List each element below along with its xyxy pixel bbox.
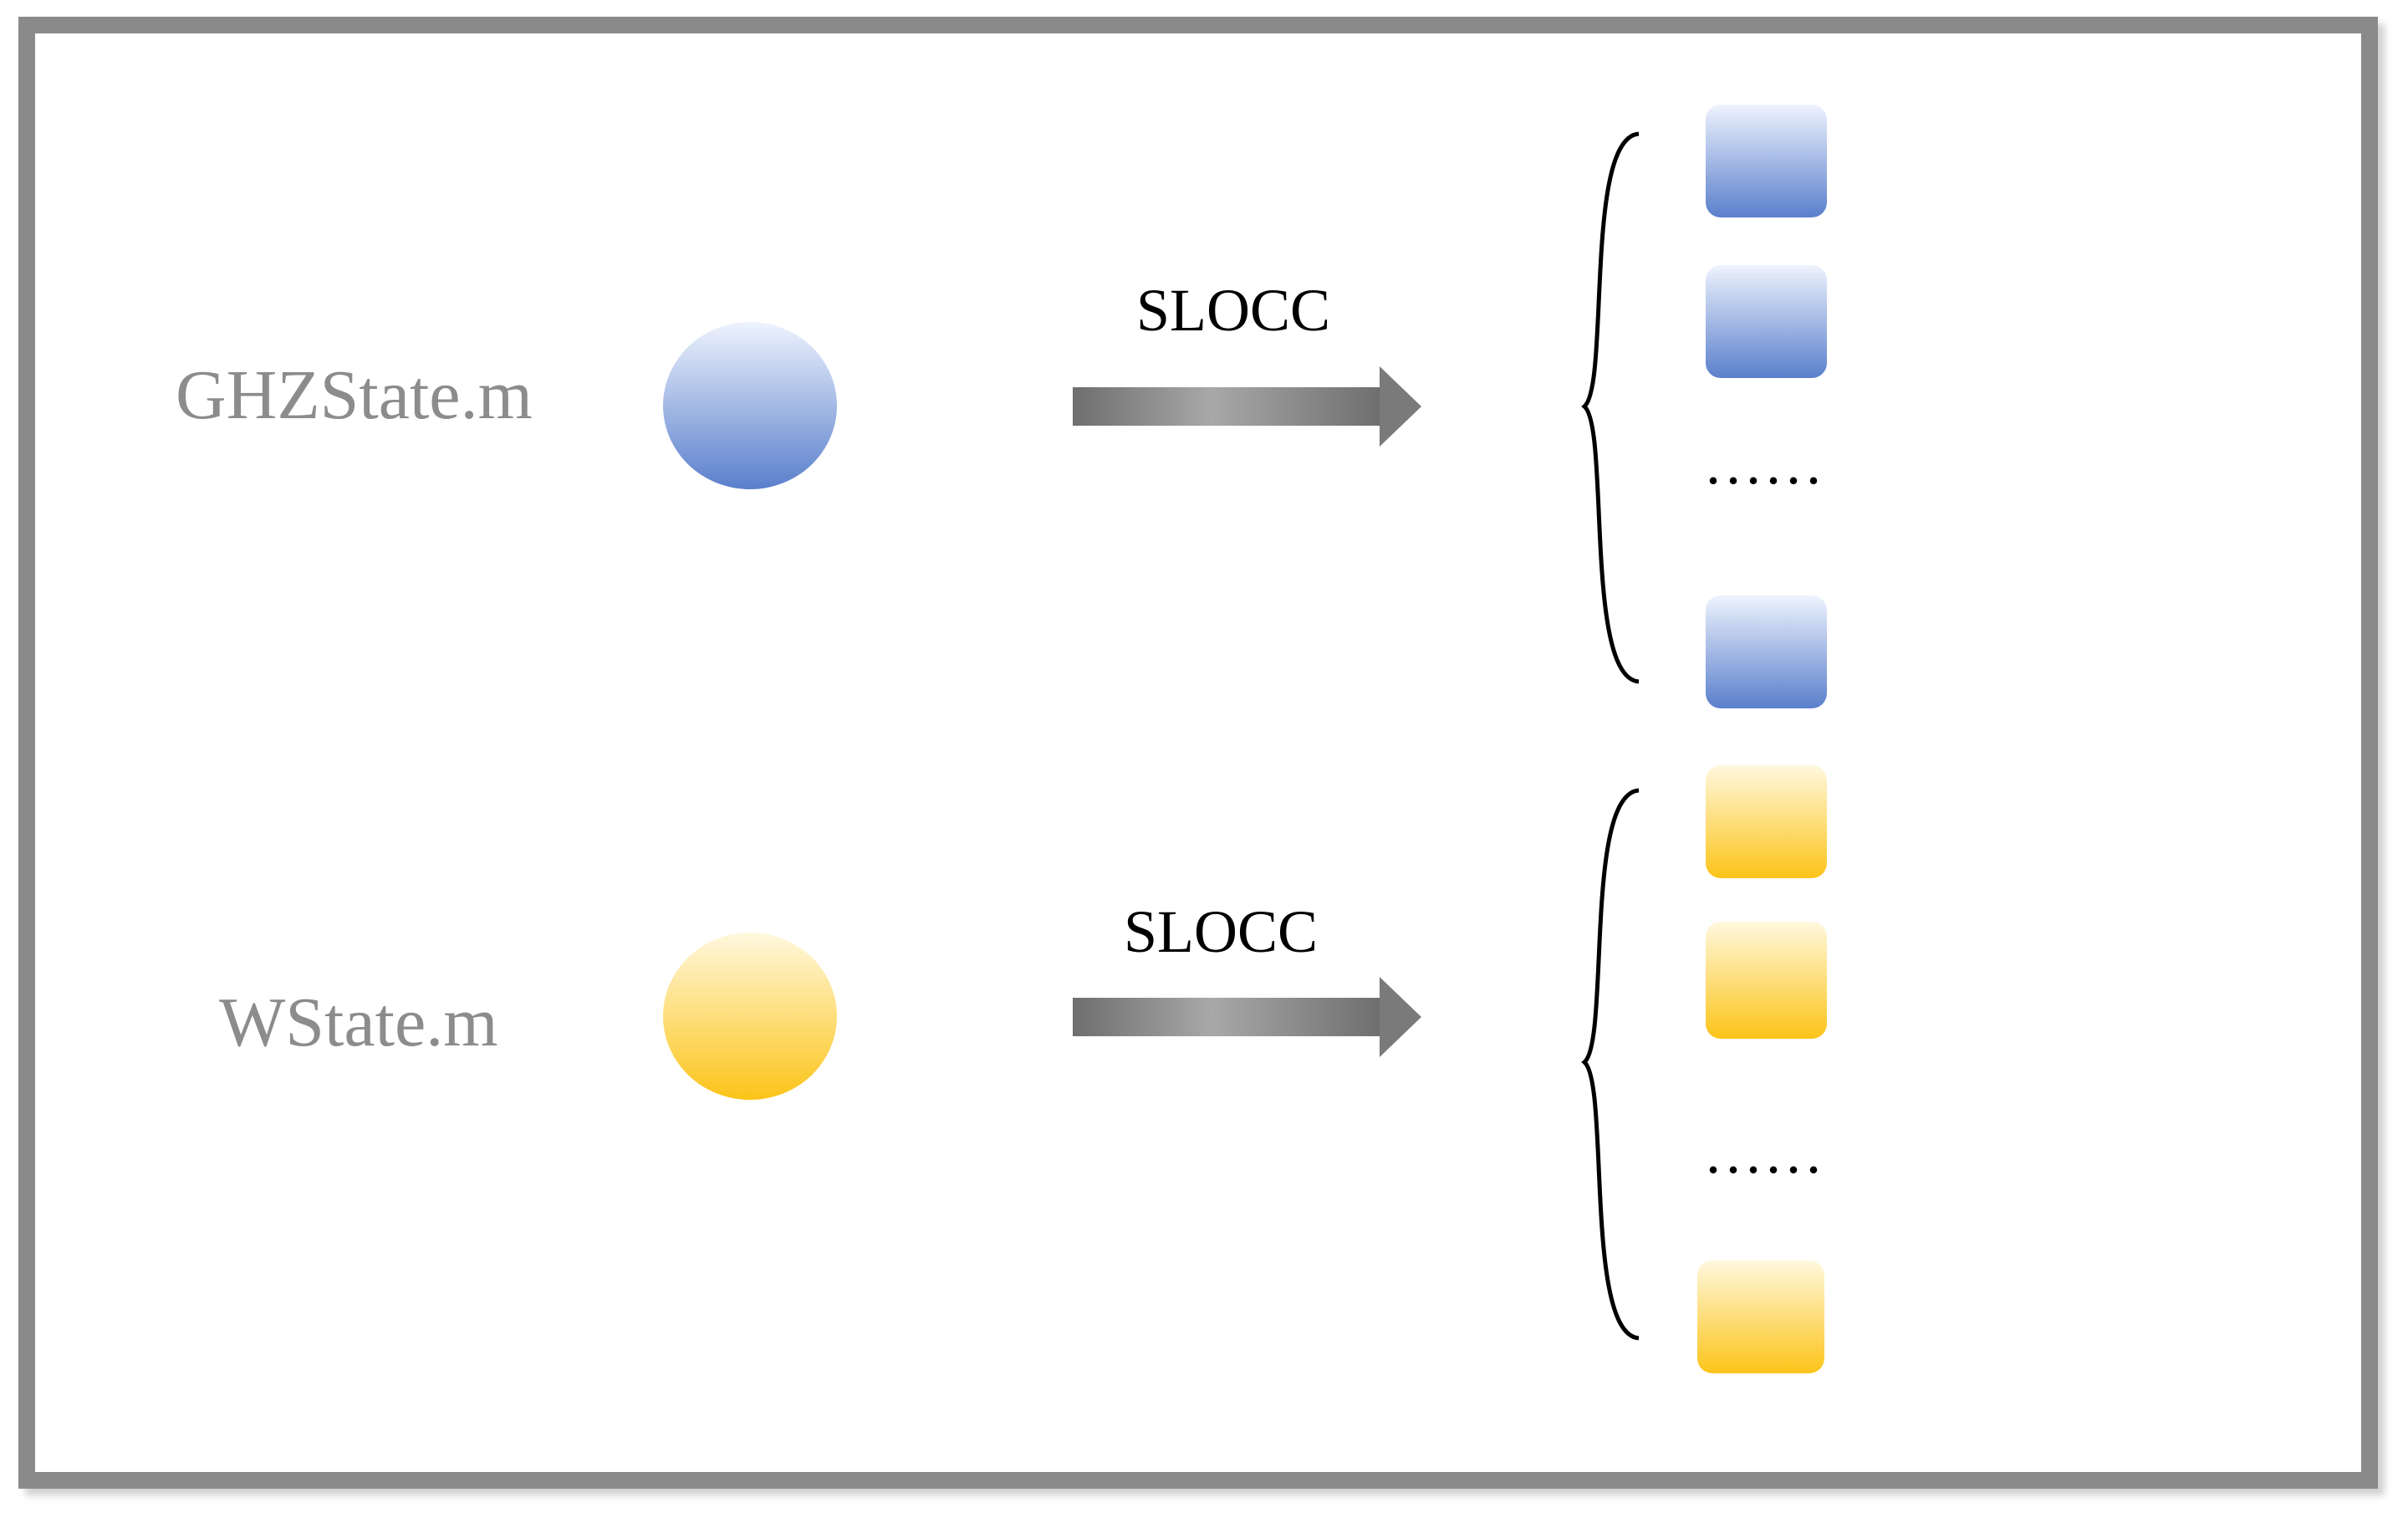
diagram-frame [18, 17, 2378, 1489]
row-ghz: GHZState.m SLOCC ...... [176, 105, 1827, 708]
w-square-3 [1697, 1260, 1824, 1373]
w-slocc-label: SLOCC [1124, 898, 1318, 965]
ghz-brace [1581, 131, 1640, 684]
ghz-state-label: GHZState.m [176, 356, 533, 434]
w-square-1 [1706, 765, 1827, 878]
ghz-slocc-label: SLOCC [1136, 277, 1330, 344]
ghz-square-2 [1706, 265, 1827, 378]
row-w: WState.m SLOCC ...... [219, 765, 1827, 1373]
ghz-square-3 [1706, 595, 1827, 708]
w-state-circle [663, 933, 837, 1100]
w-arrow [1073, 977, 1421, 1057]
ghz-arrow [1073, 366, 1421, 447]
w-state-label: WState.m [219, 984, 498, 1061]
w-brace [1581, 788, 1640, 1341]
w-square-2 [1706, 922, 1827, 1039]
ghz-ellipsis: ...... [1706, 430, 1826, 497]
w-ellipsis: ...... [1706, 1119, 1826, 1186]
ghz-state-circle [663, 322, 837, 489]
ghz-square-1 [1706, 105, 1827, 217]
